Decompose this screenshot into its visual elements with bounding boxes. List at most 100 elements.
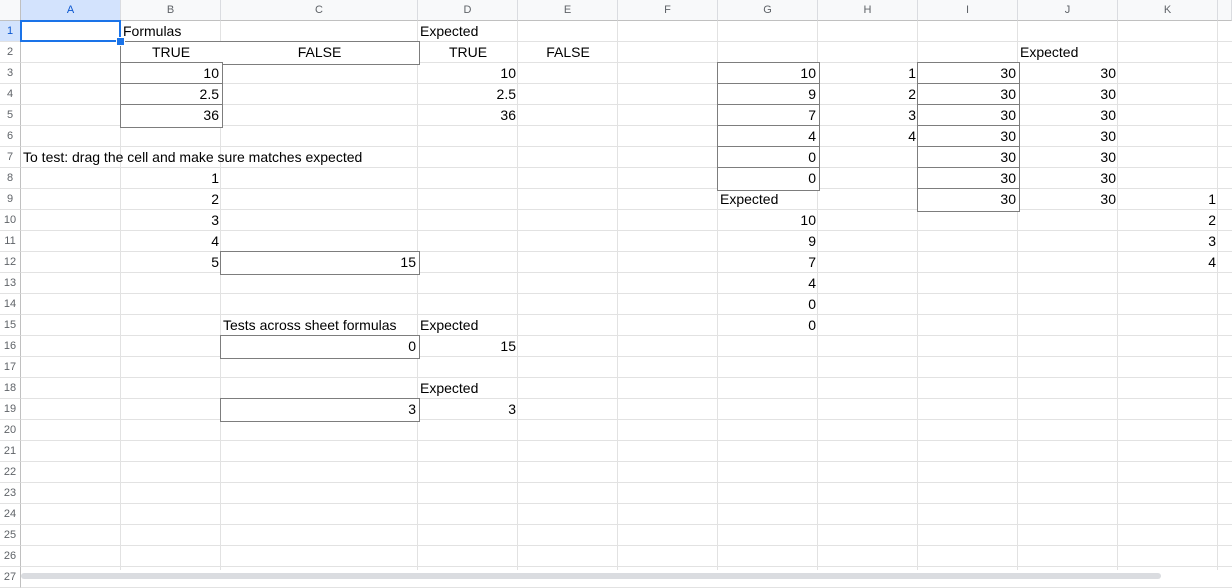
cell-c2[interactable]: FALSE <box>297 44 342 60</box>
column-header-g[interactable]: G <box>718 0 818 21</box>
cell-i3[interactable]: 30 <box>1000 65 1016 81</box>
row-header-5[interactable]: 5 <box>0 105 21 126</box>
cell-e2[interactable]: FALSE <box>546 44 590 60</box>
cell-h6[interactable]: 4 <box>908 128 916 144</box>
cell-b3[interactable]: 10 <box>203 65 219 81</box>
cell-k12[interactable]: 4 <box>1208 254 1216 270</box>
row-header-20[interactable]: 20 <box>0 420 21 441</box>
row-header-6[interactable]: 6 <box>0 126 21 147</box>
row-header-23[interactable]: 23 <box>0 483 21 504</box>
cell-b11[interactable]: 4 <box>211 233 219 249</box>
cell-g11[interactable]: 9 <box>808 233 816 249</box>
horizontal-scrollbar-thumb[interactable] <box>21 573 1161 579</box>
row-header-16[interactable]: 16 <box>0 336 21 357</box>
cell-i9[interactable]: 30 <box>1000 191 1016 207</box>
cell-i6[interactable]: 30 <box>1000 128 1016 144</box>
row-header-15[interactable]: 15 <box>0 315 21 336</box>
active-cell-selection[interactable] <box>20 20 121 42</box>
column-header-j[interactable]: J <box>1018 0 1118 21</box>
cell-b12[interactable]: 5 <box>211 254 219 270</box>
cell-i5[interactable]: 30 <box>1000 107 1016 123</box>
cell-j9[interactable]: 30 <box>1100 191 1116 207</box>
row-header-27[interactable]: 27 <box>0 567 21 588</box>
cell-j3[interactable]: 30 <box>1100 65 1116 81</box>
column-header-e[interactable]: E <box>518 0 618 21</box>
cell-j7[interactable]: 30 <box>1100 149 1116 165</box>
cell-h4[interactable]: 2 <box>908 86 916 102</box>
cell-d2[interactable]: TRUE <box>448 44 488 60</box>
column-header-i[interactable]: I <box>918 0 1018 21</box>
cell-c16[interactable]: 0 <box>408 338 416 354</box>
row-header-19[interactable]: 19 <box>0 399 21 420</box>
cell-i4[interactable]: 30 <box>1000 86 1016 102</box>
cell-h3[interactable]: 1 <box>908 65 916 81</box>
cell-i7[interactable]: 30 <box>1000 149 1016 165</box>
cell-d16[interactable]: 15 <box>500 338 516 354</box>
row-header-11[interactable]: 11 <box>0 231 21 252</box>
cell-k11[interactable]: 3 <box>1208 233 1216 249</box>
cell-b5[interactable]: 36 <box>203 107 219 123</box>
cell-d19[interactable]: 3 <box>508 401 516 417</box>
row-header-14[interactable]: 14 <box>0 294 21 315</box>
cell-g7[interactable]: 0 <box>808 149 816 165</box>
cell-k10[interactable]: 2 <box>1208 212 1216 228</box>
fill-handle[interactable] <box>116 37 125 46</box>
column-header-h[interactable]: H <box>818 0 918 21</box>
cell-c15[interactable]: Tests across sheet formulas <box>223 317 397 333</box>
row-header-9[interactable]: 9 <box>0 189 21 210</box>
cell-b2[interactable]: TRUE <box>151 44 191 60</box>
column-header-f[interactable]: F <box>618 0 718 21</box>
row-header-17[interactable]: 17 <box>0 357 21 378</box>
cell-b10[interactable]: 3 <box>211 212 219 228</box>
row-header-7[interactable]: 7 <box>0 147 21 168</box>
cell-g10[interactable]: 10 <box>800 212 816 228</box>
cell-i8[interactable]: 30 <box>1000 170 1016 186</box>
column-header-k[interactable]: K <box>1118 0 1218 21</box>
cell-d18[interactable]: Expected <box>420 380 479 396</box>
cell-c19[interactable]: 3 <box>408 401 416 417</box>
cell-j6[interactable]: 30 <box>1100 128 1116 144</box>
cell-b8[interactable]: 1 <box>211 170 219 186</box>
cell-a7[interactable]: To test: drag the cell and make sure mat… <box>23 149 363 165</box>
row-header-24[interactable]: 24 <box>0 504 21 525</box>
cell-j2[interactable]: Expected <box>1020 44 1079 60</box>
cell-g14[interactable]: 0 <box>808 296 816 312</box>
column-header-b[interactable]: B <box>121 0 221 21</box>
row-header-26[interactable]: 26 <box>0 546 21 567</box>
cell-d1[interactable]: Expected <box>420 23 479 39</box>
cell-g5[interactable]: 7 <box>808 107 816 123</box>
column-header-a[interactable]: A <box>21 0 121 21</box>
cell-g12[interactable]: 7 <box>808 254 816 270</box>
column-header-d[interactable]: D <box>418 0 518 21</box>
cell-g9[interactable]: Expected <box>720 191 779 207</box>
cell-b4[interactable]: 2.5 <box>199 86 219 102</box>
row-header-13[interactable]: 13 <box>0 273 21 294</box>
cell-k9[interactable]: 1 <box>1208 191 1216 207</box>
cell-g6[interactable]: 4 <box>808 128 816 144</box>
cell-d3[interactable]: 10 <box>500 65 516 81</box>
row-header-25[interactable]: 25 <box>0 525 21 546</box>
cell-c12[interactable]: 15 <box>400 254 416 270</box>
cell-b1[interactable]: Formulas <box>123 23 182 39</box>
cell-g3[interactable]: 10 <box>800 65 816 81</box>
row-header-22[interactable]: 22 <box>0 462 21 483</box>
row-header-10[interactable]: 10 <box>0 210 21 231</box>
cell-j8[interactable]: 30 <box>1100 170 1116 186</box>
cell-g4[interactable]: 9 <box>808 86 816 102</box>
row-header-2[interactable]: 2 <box>0 42 21 63</box>
select-all-corner[interactable] <box>0 0 21 21</box>
row-header-1[interactable]: 1 <box>0 21 21 42</box>
row-header-8[interactable]: 8 <box>0 168 21 189</box>
cell-b9[interactable]: 2 <box>211 191 219 207</box>
cell-h5[interactable]: 3 <box>908 107 916 123</box>
row-header-21[interactable]: 21 <box>0 441 21 462</box>
cell-g8[interactable]: 0 <box>808 170 816 186</box>
cell-g15[interactable]: 0 <box>808 317 816 333</box>
cell-j4[interactable]: 30 <box>1100 86 1116 102</box>
cell-d15[interactable]: Expected <box>420 317 479 333</box>
row-header-4[interactable]: 4 <box>0 84 21 105</box>
column-header-c[interactable]: C <box>221 0 418 21</box>
cell-d5[interactable]: 36 <box>500 107 516 123</box>
row-header-12[interactable]: 12 <box>0 252 21 273</box>
